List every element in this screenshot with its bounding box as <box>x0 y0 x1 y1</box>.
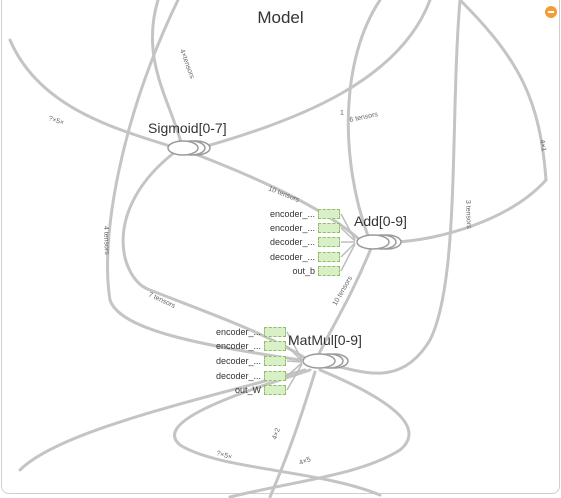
edge-top-left <box>8 38 178 150</box>
add-input-label: out_b <box>292 266 315 276</box>
matmul-label: MatMul[0-9] <box>288 332 362 348</box>
matmul-input-label: decoder_... <box>215 356 261 366</box>
edge-label-bottom-mid1: 4×2 <box>271 427 282 441</box>
matmul-input-box[interactable] <box>264 327 286 337</box>
edge-add-matmul <box>316 244 374 358</box>
add-input-box[interactable] <box>318 237 340 247</box>
add-input-box[interactable] <box>318 223 340 233</box>
edge-label-sigmoid-right: 6 tensors <box>349 111 379 124</box>
edge-right-long <box>328 0 462 375</box>
edge-bottom-right <box>228 368 411 498</box>
add-input-box[interactable] <box>318 266 340 276</box>
matmul-node[interactable] <box>302 353 349 369</box>
graph-title: Model <box>257 8 304 27</box>
edge-top-add <box>346 0 382 238</box>
edge-label-right-edge: 4×1 <box>538 139 547 152</box>
matmul-input-box[interactable] <box>264 341 286 351</box>
edge-right-add <box>393 178 548 244</box>
sigmoid-label: Sigmoid[0-7] <box>148 120 227 136</box>
edge-label-sigmoid-top: 4×tensors <box>178 48 195 80</box>
add-node[interactable] <box>356 234 402 250</box>
matmul-input-label: encoder_... <box>215 327 261 337</box>
edge-label-bottom-left: ?×5× <box>215 450 232 461</box>
add-input-box[interactable] <box>318 252 340 262</box>
edge-label-left-top: ?×5× <box>47 115 64 127</box>
add-input-label: decoder_... <box>269 237 315 247</box>
edge-sigmoid-add <box>188 150 362 242</box>
edge-left-long <box>106 0 302 362</box>
edge-label-sigmoid-add: 10 tensors <box>267 185 300 204</box>
edge-label-bottom-mid2: 4×5 <box>298 456 312 467</box>
edge-top-right-long <box>458 0 548 182</box>
edge-label-add-down: 1 <box>340 110 344 117</box>
edge-label-right-long: 3 tensors <box>464 200 472 230</box>
edge-bottom-mid <box>268 370 317 498</box>
matmul-input-label: encoder_... <box>215 341 261 351</box>
edge-sigmoid-matmul <box>121 150 307 360</box>
matmul-input-label: decoder_... <box>215 371 261 381</box>
edge-top-sigmoid <box>150 0 184 148</box>
add-input-box[interactable] <box>318 209 340 219</box>
add-input-label: encoder_... <box>269 223 315 233</box>
edge-bottom-far-left <box>18 368 307 472</box>
edge-label-left-long: 4 tensors <box>102 226 110 256</box>
add-label: Add[0-9] <box>354 213 407 229</box>
edge-right-sigmoid <box>198 0 432 150</box>
matmul-input-label: out_W <box>234 385 261 395</box>
matmul-input-box[interactable] <box>264 371 286 381</box>
matmul-input-box[interactable] <box>264 385 286 395</box>
matmul-input-box[interactable] <box>264 356 286 366</box>
collapse-icon[interactable] <box>545 6 557 18</box>
add-input-label: decoder_... <box>269 252 315 262</box>
add-input-label: encoder_... <box>269 209 315 219</box>
sigmoid-node[interactable] <box>167 140 211 156</box>
